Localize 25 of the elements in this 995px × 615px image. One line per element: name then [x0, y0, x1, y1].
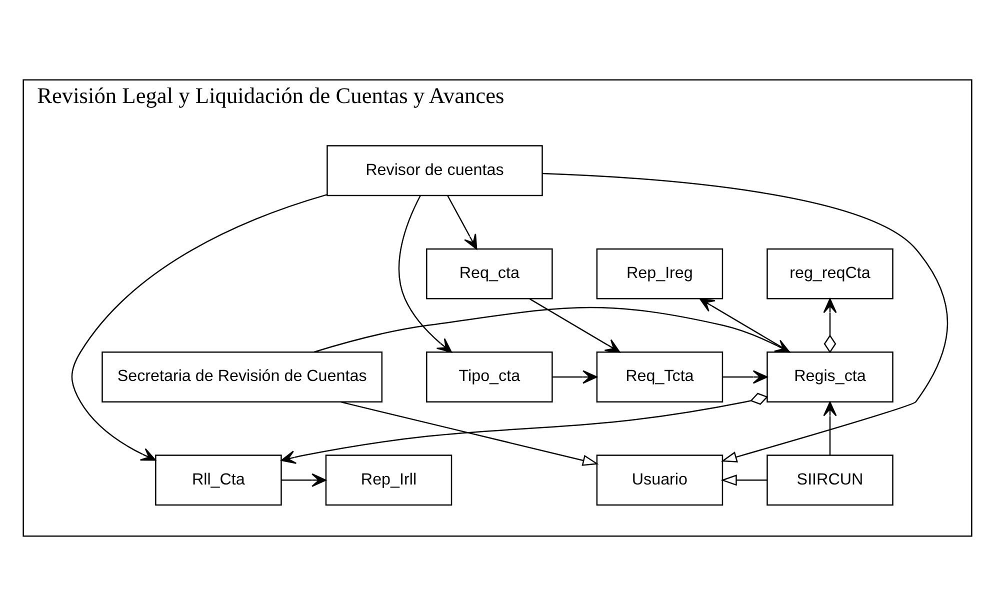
arrow [447, 194, 478, 249]
node-box: Tipo_cta [426, 351, 553, 402]
node-box: Usuario [596, 454, 724, 506]
node-box: Req_cta [426, 248, 553, 299]
node-box: Rep_Irll [325, 454, 452, 506]
arrow [281, 472, 326, 486]
node-box: Secretaria de Revisión de Cuentas [102, 351, 383, 402]
arrow [823, 400, 837, 455]
arrow [722, 370, 768, 384]
arrow [552, 370, 598, 384]
node-box: Req_Tcta [596, 351, 724, 402]
arrow [823, 298, 837, 353]
node-box: Rll_Cta [155, 454, 282, 506]
arrow [398, 194, 452, 352]
node-box: SIIRCUN [766, 454, 894, 506]
arrow [71, 194, 328, 460]
arrow [340, 400, 599, 466]
node-box: reg_reqCta [766, 248, 894, 299]
node-box: Regis_cta [766, 351, 894, 402]
arrow [720, 474, 768, 486]
node-box: Rep_Ireg [596, 248, 724, 299]
arrow [529, 298, 620, 352]
node-box: Revisor de cuentas [326, 144, 543, 196]
arrow [280, 392, 768, 464]
arrow [542, 172, 948, 462]
